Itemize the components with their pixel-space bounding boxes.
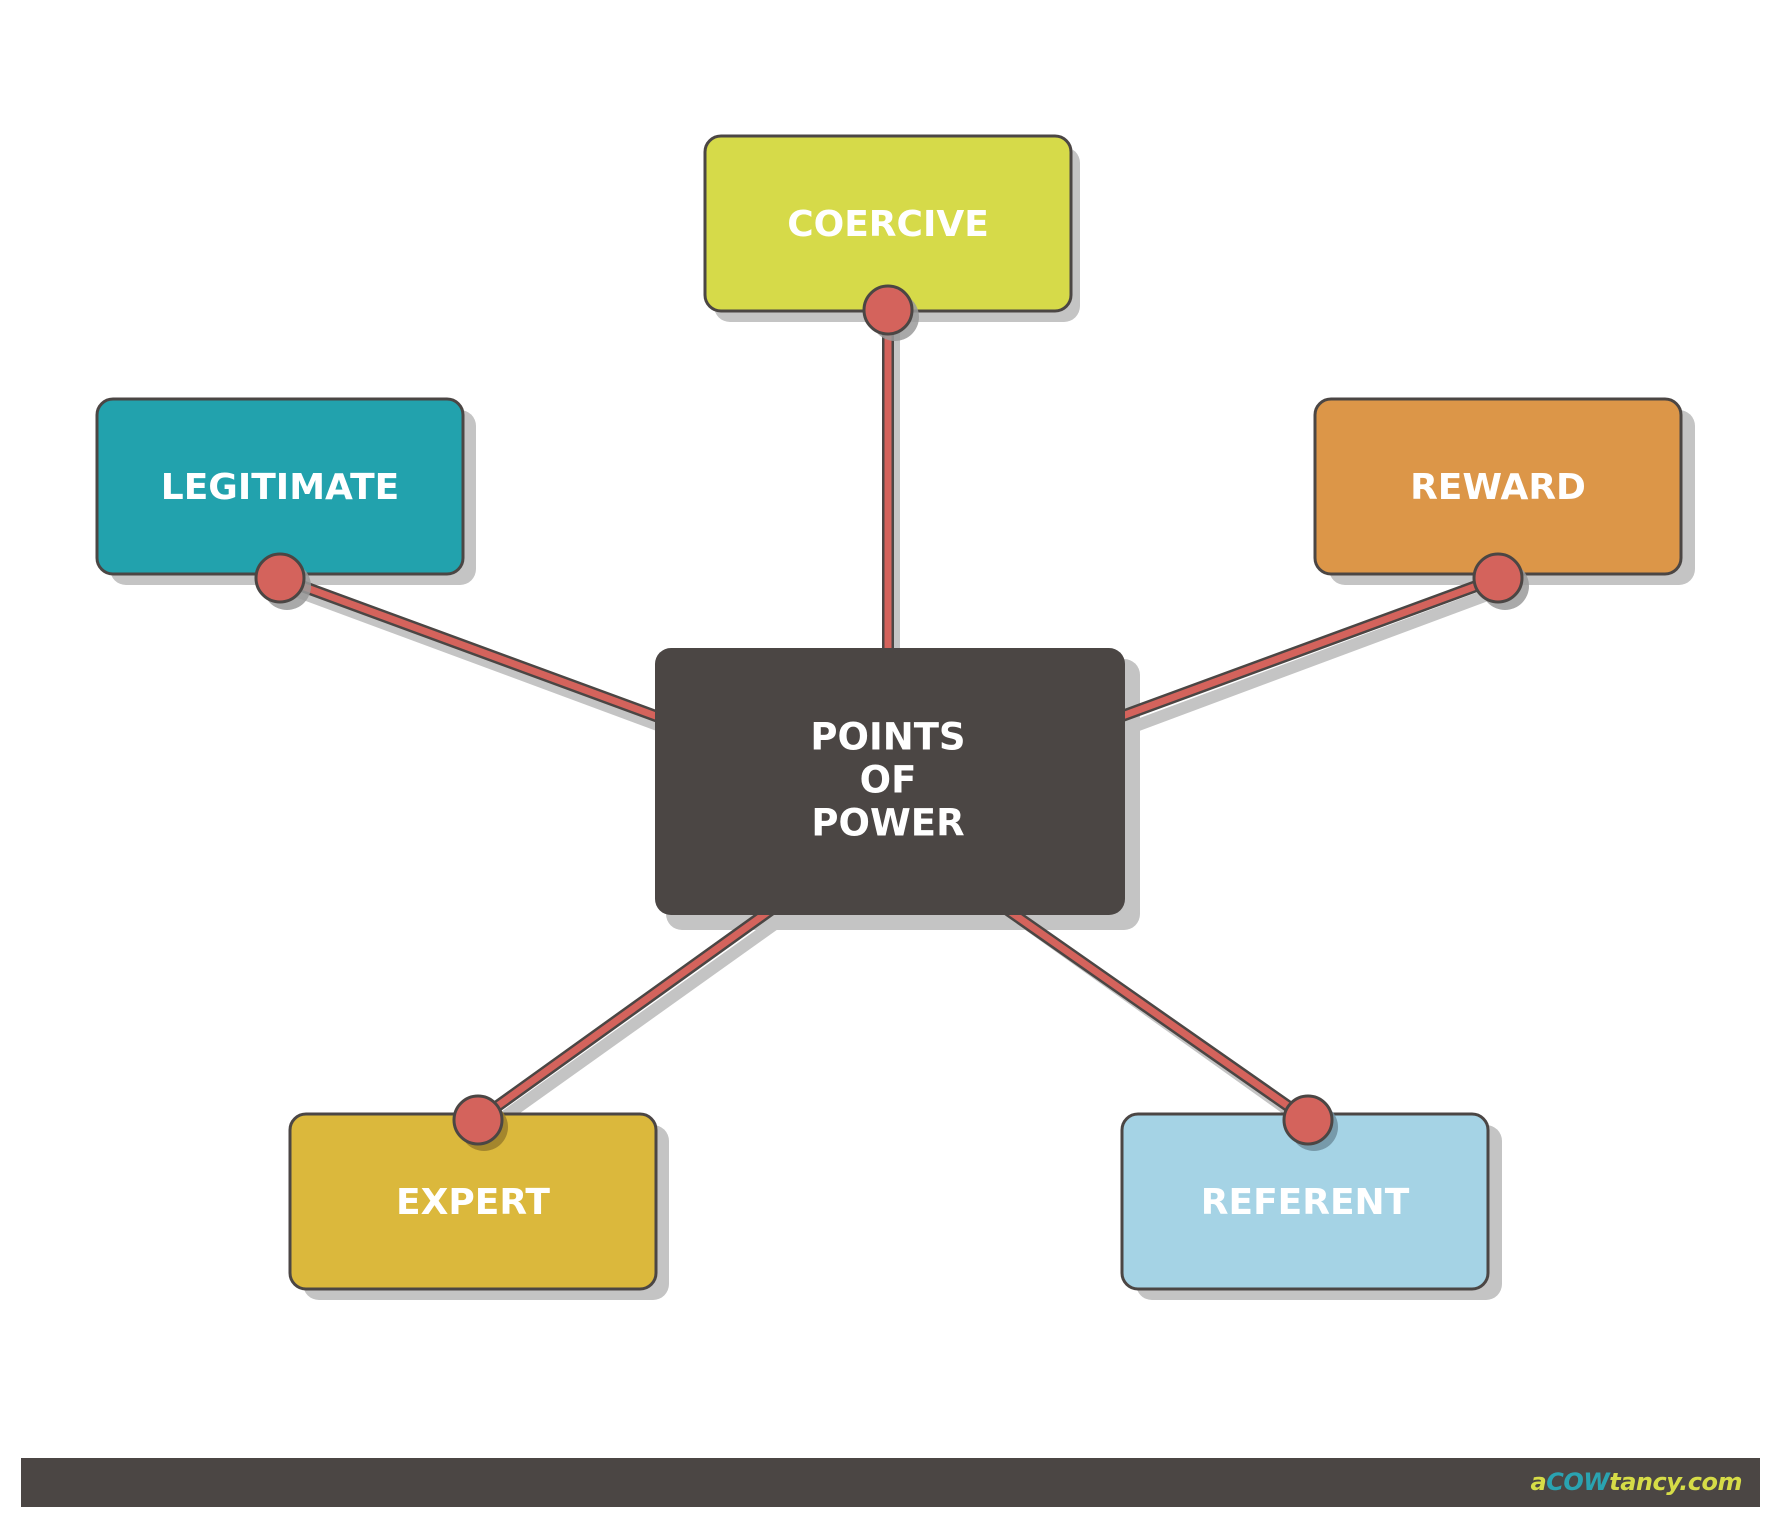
node-reward: REWARD <box>1313 397 1683 576</box>
dot-referent <box>1282 1094 1334 1146</box>
node-label-legitimate: LEGITIMATE <box>161 467 399 508</box>
brand-logo: aCOWtancy.com <box>1530 1468 1743 1496</box>
node-label-coercive: COERCIVE <box>787 204 989 245</box>
node-label-expert: EXPERT <box>396 1182 550 1223</box>
center-node: POINTS OF POWER <box>655 648 1125 915</box>
node-referent: REFERENT <box>1120 1112 1490 1291</box>
brand-highlight: COW <box>1546 1468 1610 1496</box>
brand-suffix: tancy.com <box>1609 1468 1742 1496</box>
center-label-line-2: OF <box>860 759 917 802</box>
center-label-line-3: POWER <box>811 802 964 845</box>
connector-expert <box>472 893 792 1126</box>
dot-coercive <box>862 284 914 336</box>
dot-reward <box>1472 552 1524 604</box>
brand-prefix: a <box>1530 1468 1547 1496</box>
center-label-line-1: POINTS <box>810 716 965 759</box>
node-legitimate: LEGITIMATE <box>95 397 465 576</box>
dot-expert <box>452 1094 504 1146</box>
connector-dots <box>254 284 1529 1151</box>
dot-legitimate <box>254 552 306 604</box>
node-label-reward: REWARD <box>1410 467 1586 508</box>
footer-bar: aCOWtancy.com <box>21 1458 1760 1507</box>
node-label-referent: REFERENT <box>1201 1182 1410 1223</box>
connector-legitimate <box>274 572 678 728</box>
connector-reward <box>1100 572 1504 728</box>
center-box <box>655 648 1125 915</box>
node-coercive: COERCIVE <box>703 134 1073 313</box>
node-expert: EXPERT <box>288 1112 658 1291</box>
connector-referent <box>986 893 1314 1126</box>
connectors <box>274 309 1504 1126</box>
